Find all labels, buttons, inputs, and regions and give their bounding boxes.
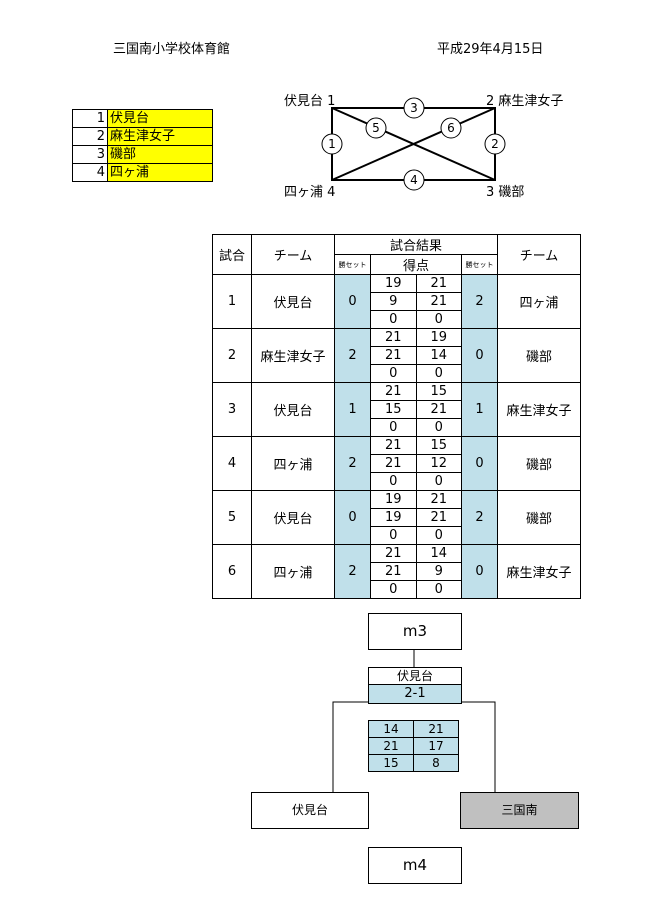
- match-number: 3: [410, 101, 418, 115]
- legend-row: 4 四ヶ浦: [72, 163, 213, 182]
- set-score: 8: [413, 754, 459, 772]
- corner-label: 四ヶ浦 4: [284, 185, 335, 200]
- team-legend: 1 伏見台 2 麻生津女子 3 磯部 4 四ヶ浦: [72, 109, 213, 182]
- score-left: 21: [370, 562, 417, 581]
- legend-row: 3 磯部: [72, 145, 213, 164]
- header-team-right: チーム: [497, 234, 581, 275]
- match-circle: [440, 117, 462, 139]
- sets-won-right: 1: [461, 382, 498, 437]
- corner-label: 2 麻生津女子: [486, 93, 563, 109]
- match-circle: [484, 133, 506, 155]
- set-score: 15: [368, 754, 414, 772]
- score-right: 21: [415, 400, 462, 419]
- set-row: 15 8: [368, 754, 459, 772]
- header-row: 試合 チーム 試合結果 チーム: [212, 234, 581, 275]
- score-right: 21: [415, 490, 462, 509]
- sets-won-left: 1: [334, 382, 371, 437]
- corner-label: 伏見台 1: [284, 94, 335, 109]
- date-label: 平成29年4月15日: [437, 42, 544, 57]
- sets-won-right: 2: [461, 274, 498, 329]
- match-circle: [365, 117, 387, 139]
- game-number: 2: [212, 328, 252, 383]
- legend-name: 麻生津女子: [107, 127, 213, 146]
- legend-name: 伏見台: [107, 109, 213, 128]
- team-right: 麻生津女子: [497, 544, 581, 599]
- header-team-left: チーム: [251, 234, 335, 275]
- match-number: 2: [491, 137, 499, 151]
- legend-row: 1 伏見台: [72, 109, 213, 128]
- bracket-set-scores: 14 21 21 17 15 8: [368, 720, 459, 772]
- match-number: 5: [372, 121, 380, 135]
- match-diagram: 伏見台 1 2 麻生津女子 四ヶ浦 4 3 磯部 3 1 2 4 5 6: [284, 93, 563, 200]
- diagram-diagonal: [331, 107, 496, 181]
- sets-won-right: 0: [461, 328, 498, 383]
- legend-name: 磯部: [107, 145, 213, 164]
- team-left: 伏見台: [251, 490, 335, 545]
- venue-title: 三国南小学校体育館: [113, 42, 231, 57]
- bracket-team-right: 三国南: [460, 792, 579, 829]
- score-right: 0: [415, 580, 462, 599]
- score-left: 21: [370, 382, 417, 401]
- match-result: 2-1: [368, 684, 462, 704]
- set-score: 14: [368, 720, 414, 738]
- score-left: 21: [370, 544, 417, 563]
- score-right: 15: [415, 436, 462, 455]
- set-score: 21: [368, 737, 414, 755]
- score-left: 21: [370, 328, 417, 347]
- sets-won-right: 0: [461, 436, 498, 491]
- match-circle: [403, 169, 425, 191]
- match-number: 4: [410, 173, 418, 187]
- bracket-team-left: 伏見台: [251, 792, 369, 829]
- match-number: 6: [447, 121, 455, 135]
- sets-won-left: 2: [334, 436, 371, 491]
- team-right: 磯部: [497, 328, 581, 383]
- legend-name: 四ヶ浦: [107, 163, 213, 182]
- score-left: 21: [370, 346, 417, 365]
- match-m4: m4: [368, 847, 462, 884]
- team-right: 磯部: [497, 490, 581, 545]
- sets-won-left: 2: [334, 544, 371, 599]
- sets-won-left: 0: [334, 274, 371, 329]
- sets-won-left: 0: [334, 490, 371, 545]
- match-circle: [403, 97, 425, 119]
- team-right: 麻生津女子: [497, 382, 581, 437]
- match-number: 1: [328, 137, 336, 151]
- corner-label: 3 磯部: [486, 185, 524, 200]
- set-row: 14 21: [368, 720, 459, 738]
- team-left: 伏見台: [251, 274, 335, 329]
- set-row: 21 17: [368, 737, 459, 755]
- match-circle: [321, 133, 343, 155]
- set-score: 17: [413, 737, 459, 755]
- team-left: 四ヶ浦: [251, 436, 335, 491]
- match-m3: m3: [368, 613, 462, 650]
- team-left: 麻生津女子: [251, 328, 335, 383]
- set-score: 21: [413, 720, 459, 738]
- team-left: 四ヶ浦: [251, 544, 335, 599]
- score-left: 19: [370, 274, 417, 293]
- header-row: 勝セット 得点 勝セット: [213, 254, 581, 275]
- sets-won-left: 2: [334, 328, 371, 383]
- score-left: 15: [370, 400, 417, 419]
- game-number: 5: [212, 490, 252, 545]
